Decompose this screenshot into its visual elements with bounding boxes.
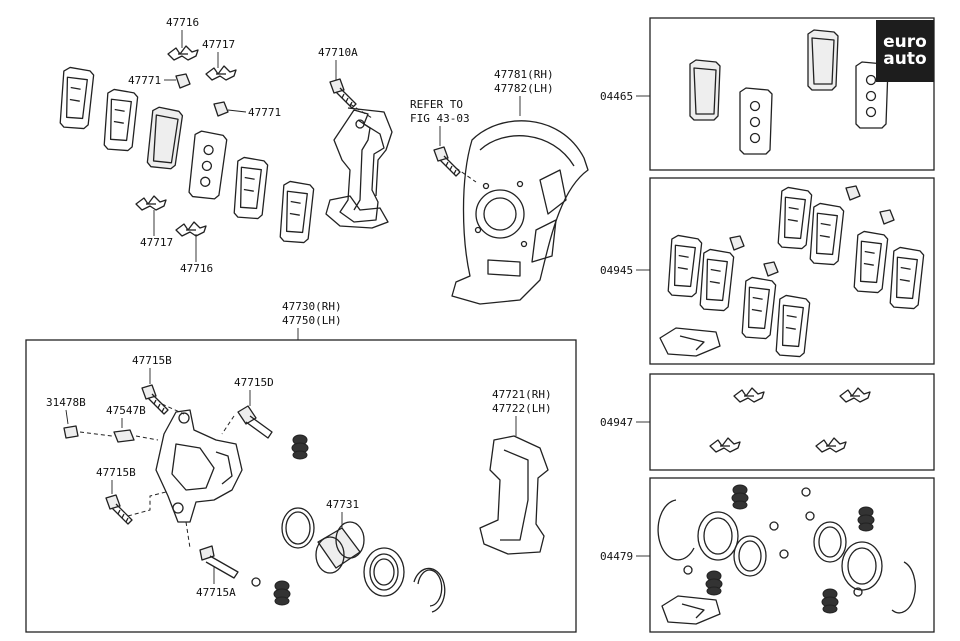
label-47781: 47781(RH) [494, 68, 554, 81]
label-47715b-a: 47715B [132, 354, 172, 367]
kit-box-04479 [649, 477, 935, 633]
label-47547b: 47547B [106, 404, 146, 417]
caliper-assembly-box [25, 339, 577, 633]
label-47717-top: 47717 [202, 38, 235, 51]
label-kit-04479: 04479 [600, 550, 633, 563]
label-47731: 47731 [326, 498, 359, 511]
label-31478b: 31478B [46, 396, 86, 409]
label-47750: 47750(LH) [282, 314, 342, 327]
euroauto-logo: euro auto [876, 20, 934, 82]
label-47716-bot: 47716 [180, 262, 213, 275]
label-47716-top: 47716 [166, 16, 199, 29]
label-47715b-b: 47715B [96, 466, 136, 479]
label-47730: 47730(RH) [282, 300, 342, 313]
logo-line-euro: euro [883, 32, 927, 52]
label-refer-1: REFER TO [410, 98, 463, 111]
label-47710a: 47710A [318, 46, 358, 59]
label-47715d: 47715D [234, 376, 274, 389]
label-47771-b: 47771 [248, 106, 281, 119]
label-47715a: 47715A [196, 586, 236, 599]
label-47717-bot: 47717 [140, 236, 173, 249]
kit-box-04947 [649, 373, 935, 471]
label-47721: 47721(RH) [492, 388, 552, 401]
kit-box-04945 [649, 177, 935, 365]
label-47782: 47782(LH) [494, 82, 554, 95]
kit-box-04465 [649, 17, 935, 171]
label-47771-a: 47771 [128, 74, 161, 87]
label-kit-04465: 04465 [600, 90, 633, 103]
label-47722: 47722(LH) [492, 402, 552, 415]
label-kit-04945: 04945 [600, 264, 633, 277]
logo-line-auto: auto [883, 49, 927, 69]
label-kit-04947: 04947 [600, 416, 633, 429]
label-refer-2: FIG 43-03 [410, 112, 470, 125]
